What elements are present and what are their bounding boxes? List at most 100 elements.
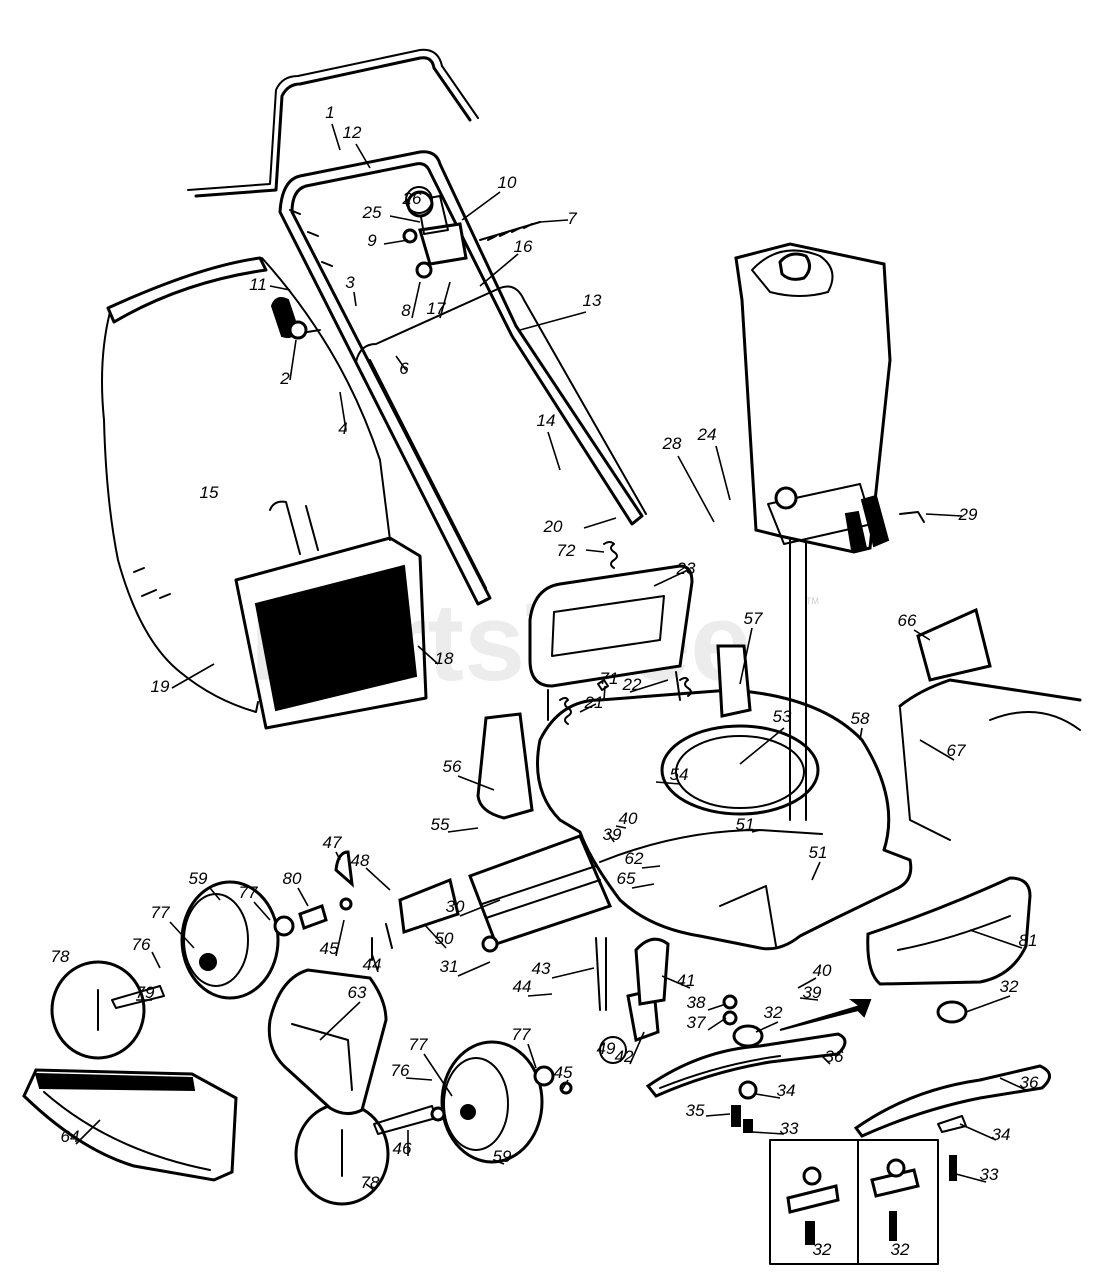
callout-47[interactable]: 47 <box>323 833 342 852</box>
callout-39[interactable]: 39 <box>803 983 822 1002</box>
callout-21[interactable]: 21 <box>584 693 604 712</box>
callout-40[interactable]: 40 <box>813 961 832 980</box>
callout-79[interactable]: 79 <box>136 983 155 1002</box>
rear-baffle[interactable] <box>468 834 613 953</box>
callout-1[interactable]: 1 <box>325 103 334 122</box>
callout-77[interactable]: 77 <box>239 883 258 902</box>
side-bracket[interactable] <box>476 644 752 820</box>
callout-28[interactable]: 28 <box>662 434 682 453</box>
callout-23[interactable]: 23 <box>676 559 696 578</box>
callout-32[interactable]: 32 <box>813 1240 832 1259</box>
callout-37[interactable]: 37 <box>687 1013 706 1032</box>
callout-58[interactable]: 58 <box>851 709 870 728</box>
callout-36[interactable]: 36 <box>1020 1073 1039 1092</box>
front-skirt[interactable] <box>267 968 388 1115</box>
callout-62[interactable]: 62 <box>625 849 644 868</box>
handle-panel[interactable] <box>278 150 647 606</box>
callout-2[interactable]: 2 <box>279 369 290 388</box>
callout-77[interactable]: 77 <box>512 1025 531 1044</box>
callout-78[interactable]: 78 <box>51 947 70 966</box>
callout-20[interactable]: 20 <box>543 517 563 536</box>
rear-deflector-door[interactable] <box>528 564 694 721</box>
callout-36[interactable]: 36 <box>825 1047 844 1066</box>
deck[interactable] <box>536 688 913 951</box>
callout-4[interactable]: 4 <box>338 419 347 438</box>
callout-48[interactable]: 48 <box>351 851 370 870</box>
callout-67[interactable]: 67 <box>947 741 966 760</box>
callout-56[interactable]: 56 <box>443 757 462 776</box>
callout-33[interactable]: 33 <box>780 1119 799 1138</box>
callout-32[interactable]: 32 <box>1000 977 1019 996</box>
callout-77[interactable]: 77 <box>409 1035 428 1054</box>
callout-38[interactable]: 38 <box>687 993 706 1012</box>
callout-72[interactable]: 72 <box>557 541 576 560</box>
callout-65[interactable]: 65 <box>617 869 636 888</box>
callout-12[interactable]: 12 <box>343 123 362 142</box>
callout-26[interactable]: 26 <box>402 189 422 208</box>
callout-7[interactable]: 7 <box>567 209 577 228</box>
callout-9[interactable]: 9 <box>367 231 377 250</box>
callout-55[interactable]: 55 <box>431 815 450 834</box>
callout-64[interactable]: 64 <box>61 1127 80 1146</box>
callout-51[interactable]: 51 <box>736 815 755 834</box>
callout-53[interactable]: 53 <box>773 707 792 726</box>
callout-66[interactable]: 66 <box>898 611 917 630</box>
engine[interactable] <box>734 242 925 821</box>
callout-59[interactable]: 59 <box>189 869 208 888</box>
callout-45[interactable]: 45 <box>554 1063 573 1082</box>
callout-3[interactable]: 3 <box>345 273 355 292</box>
callout-49[interactable]: 49 <box>597 1039 616 1058</box>
callout-18[interactable]: 18 <box>435 649 454 668</box>
callout-35[interactable]: 35 <box>686 1101 705 1120</box>
side-discharge-chute[interactable] <box>866 607 1082 986</box>
callout-30[interactable]: 30 <box>446 897 465 916</box>
callout-33[interactable]: 33 <box>980 1165 999 1184</box>
callout-45[interactable]: 45 <box>320 939 339 958</box>
front-deflector[interactable] <box>22 1068 238 1182</box>
front-wheel-set[interactable] <box>294 1040 573 1206</box>
callout-40[interactable]: 40 <box>619 809 638 828</box>
callout-46[interactable]: 46 <box>393 1139 412 1158</box>
callout-16[interactable]: 16 <box>514 237 533 256</box>
callout-44[interactable]: 44 <box>363 955 382 974</box>
callout-29[interactable]: 29 <box>958 505 978 524</box>
callout-10[interactable]: 10 <box>498 173 517 192</box>
callout-25[interactable]: 25 <box>362 203 382 222</box>
callout-59[interactable]: 59 <box>493 1147 512 1166</box>
callout-24[interactable]: 24 <box>697 425 717 444</box>
callout-22[interactable]: 22 <box>622 675 642 694</box>
callout-17[interactable]: 17 <box>427 299 446 318</box>
callout-63[interactable]: 63 <box>348 983 367 1002</box>
blade-assembly[interactable] <box>645 994 872 1133</box>
callout-39[interactable]: 39 <box>603 825 622 844</box>
callout-14[interactable]: 14 <box>537 411 556 430</box>
upper-handle[interactable] <box>187 48 479 198</box>
callout-44[interactable]: 44 <box>513 977 532 996</box>
callout-81[interactable]: 81 <box>1019 931 1038 950</box>
handle-knob[interactable] <box>270 297 321 340</box>
callout-54[interactable]: 54 <box>670 765 689 784</box>
callout-76[interactable]: 76 <box>391 1061 410 1080</box>
callout-31[interactable]: 31 <box>440 957 459 976</box>
callout-50[interactable]: 50 <box>435 929 454 948</box>
callout-80[interactable]: 80 <box>283 869 302 888</box>
callout-76[interactable]: 76 <box>132 935 151 954</box>
callout-43[interactable]: 43 <box>532 959 551 978</box>
callout-6[interactable]: 6 <box>399 359 409 378</box>
callout-34[interactable]: 34 <box>777 1081 796 1100</box>
callout-77[interactable]: 77 <box>151 903 170 922</box>
grass-bag[interactable] <box>101 256 428 730</box>
callout-19[interactable]: 19 <box>151 677 170 696</box>
callout-51[interactable]: 51 <box>809 843 828 862</box>
callout-13[interactable]: 13 <box>583 291 602 310</box>
callout-78[interactable]: 78 <box>361 1173 380 1192</box>
callout-42[interactable]: 42 <box>615 1047 634 1066</box>
callout-8[interactable]: 8 <box>401 301 411 320</box>
callout-32[interactable]: 32 <box>891 1240 910 1259</box>
callout-32[interactable]: 32 <box>764 1003 783 1022</box>
control-box[interactable] <box>402 190 468 279</box>
callout-41[interactable]: 41 <box>677 971 696 990</box>
callout-11[interactable]: 11 <box>249 275 267 294</box>
callout-15[interactable]: 15 <box>200 483 219 502</box>
callout-57[interactable]: 57 <box>744 609 763 628</box>
